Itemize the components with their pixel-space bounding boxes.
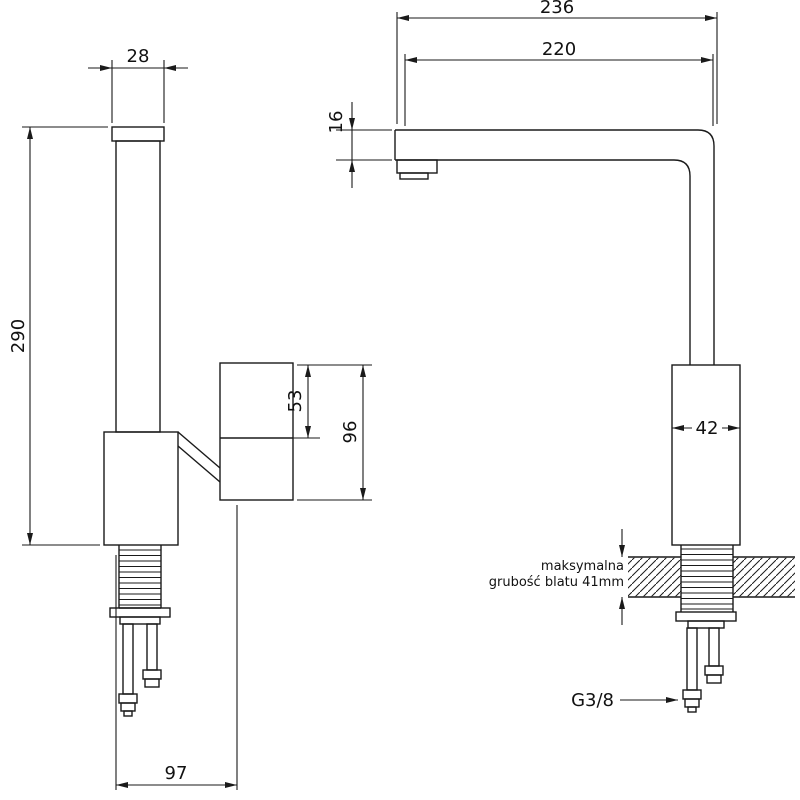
dim-16: 16 [326, 102, 392, 188]
right-view: 236 220 16 42 maksymalna grubość blatu 4… [326, 0, 795, 713]
dim-42-label: 42 [696, 418, 719, 439]
dim-97-label: 97 [165, 763, 188, 784]
left-threaded-shank [118, 545, 162, 609]
dim-290: 290 [8, 126, 108, 546]
dim-236-label: 236 [540, 0, 574, 18]
countertop-section [628, 556, 795, 598]
dim-53: 53 [250, 364, 372, 439]
dim-290-label: 290 [8, 319, 29, 353]
dim-28: 28 [88, 46, 188, 123]
right-threaded-shank [680, 545, 734, 612]
dim-97: 97 [115, 505, 238, 790]
countertop-note-line1: maksymalna [541, 559, 624, 574]
right-faucet-outline [394, 129, 741, 546]
dim-96: 96 [297, 365, 372, 501]
dim-96-label: 96 [340, 421, 361, 444]
dim-28-label: 28 [127, 46, 150, 67]
left-view: 28 290 53 96 97 [8, 46, 372, 790]
left-mounting-hardware [109, 607, 171, 717]
thread-size-callout: G3/8 [571, 690, 678, 711]
left-faucet-outline [103, 126, 294, 546]
dim-220: 220 [404, 39, 714, 126]
right-mounting-hardware [675, 611, 737, 713]
countertop-note-line2: grubość blatu 41mm [489, 575, 624, 590]
countertop-thickness-dim: maksymalna grubość blatu 41mm [489, 529, 625, 625]
dim-53-label: 53 [285, 390, 306, 413]
dim-236: 236 [396, 0, 718, 124]
dim-16-label: 16 [326, 111, 347, 134]
dim-220-label: 220 [542, 39, 576, 60]
dim-42: 42 [672, 418, 740, 439]
thread-size-label: G3/8 [571, 690, 614, 711]
